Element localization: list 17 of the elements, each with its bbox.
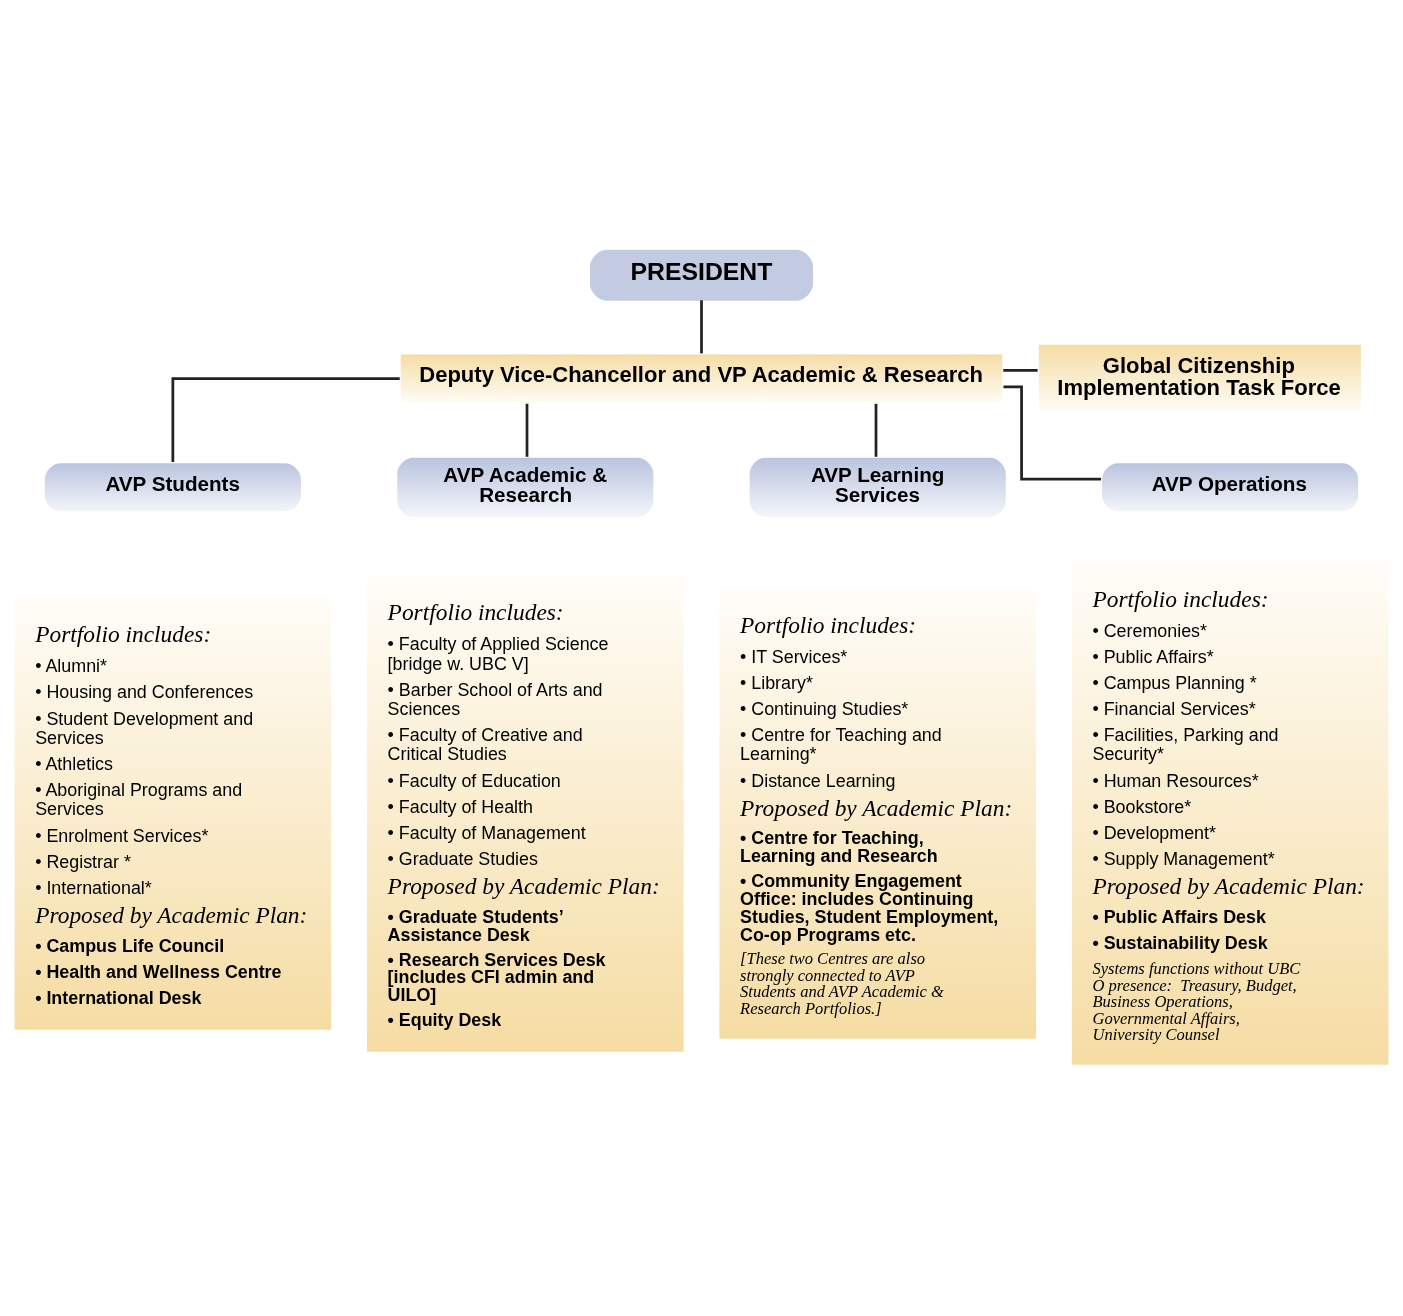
connector	[1003, 368, 1038, 372]
node-box: Portfolio includes: • Ceremonies* • Public Affairs* • Campus Planning * • Financial Services* • Facilities, Parking and Security* • Human Resources* • Bookstore* • Development* • Supply Management* Proposed by Academic Plan: • Public Affairs Desk • Sustainability Desk Systems functions without UBC O presence: Treasury, Budget, Business Operations, Governmental Affairs, University Counsel	[1070, 560, 1390, 1067]
node-box: Deputy Vice-Chancellor and VP Academic & Research	[399, 353, 1004, 404]
connector	[525, 403, 529, 457]
connector	[700, 300, 703, 354]
node-box: Portfolio includes: • Faculty of Applied Science [bridge w. UBC V] • Barber School of Arts and Sciences • Faculty of Creative and Critical Studies • Faculty of Education • Faculty of Health • Faculty of Management • Graduate Studies Proposed by Academic Plan: • Graduate Students’ Assistance Desk • Research Services Desk [includes CFI admin and UILO] • Equity Desk	[365, 574, 685, 1054]
connector	[1003, 385, 1101, 481]
node-box: PRESIDENT	[590, 249, 813, 301]
node-box: Global Citizenship Implementation Task Force	[1037, 343, 1363, 414]
node-box: AVP Learning Services	[748, 456, 1008, 519]
node-box: AVP Students	[43, 461, 303, 513]
connector	[171, 377, 400, 463]
node-box: Portfolio includes: • Alumni* • Housing and Conferences • Student Development and Services • Athletics • Aboriginal Programs and Services • Enrolment Services* • Registrar * • International* Proposed by Academic Plan: • Campus Life Council • Health and Wellness Centre • International Desk	[13, 596, 333, 1032]
node-box: AVP Academic & Research	[395, 456, 655, 519]
node-box: Portfolio includes: • IT Services* • Library* • Continuing Studies* • Centre for Teaching and Learning* • Distance Learning Proposed by Academic Plan: • Centre for Teaching, Learning and Research • Community Engagement Office: includes Continuing Studies, Student Employment, Co-op Programs etc. [These two Centres are also strongly connected to AVP Students and AVP Academic & Research Portfolios.]	[718, 587, 1038, 1041]
node-box: AVP Operations	[1100, 461, 1360, 513]
connector	[874, 403, 878, 457]
